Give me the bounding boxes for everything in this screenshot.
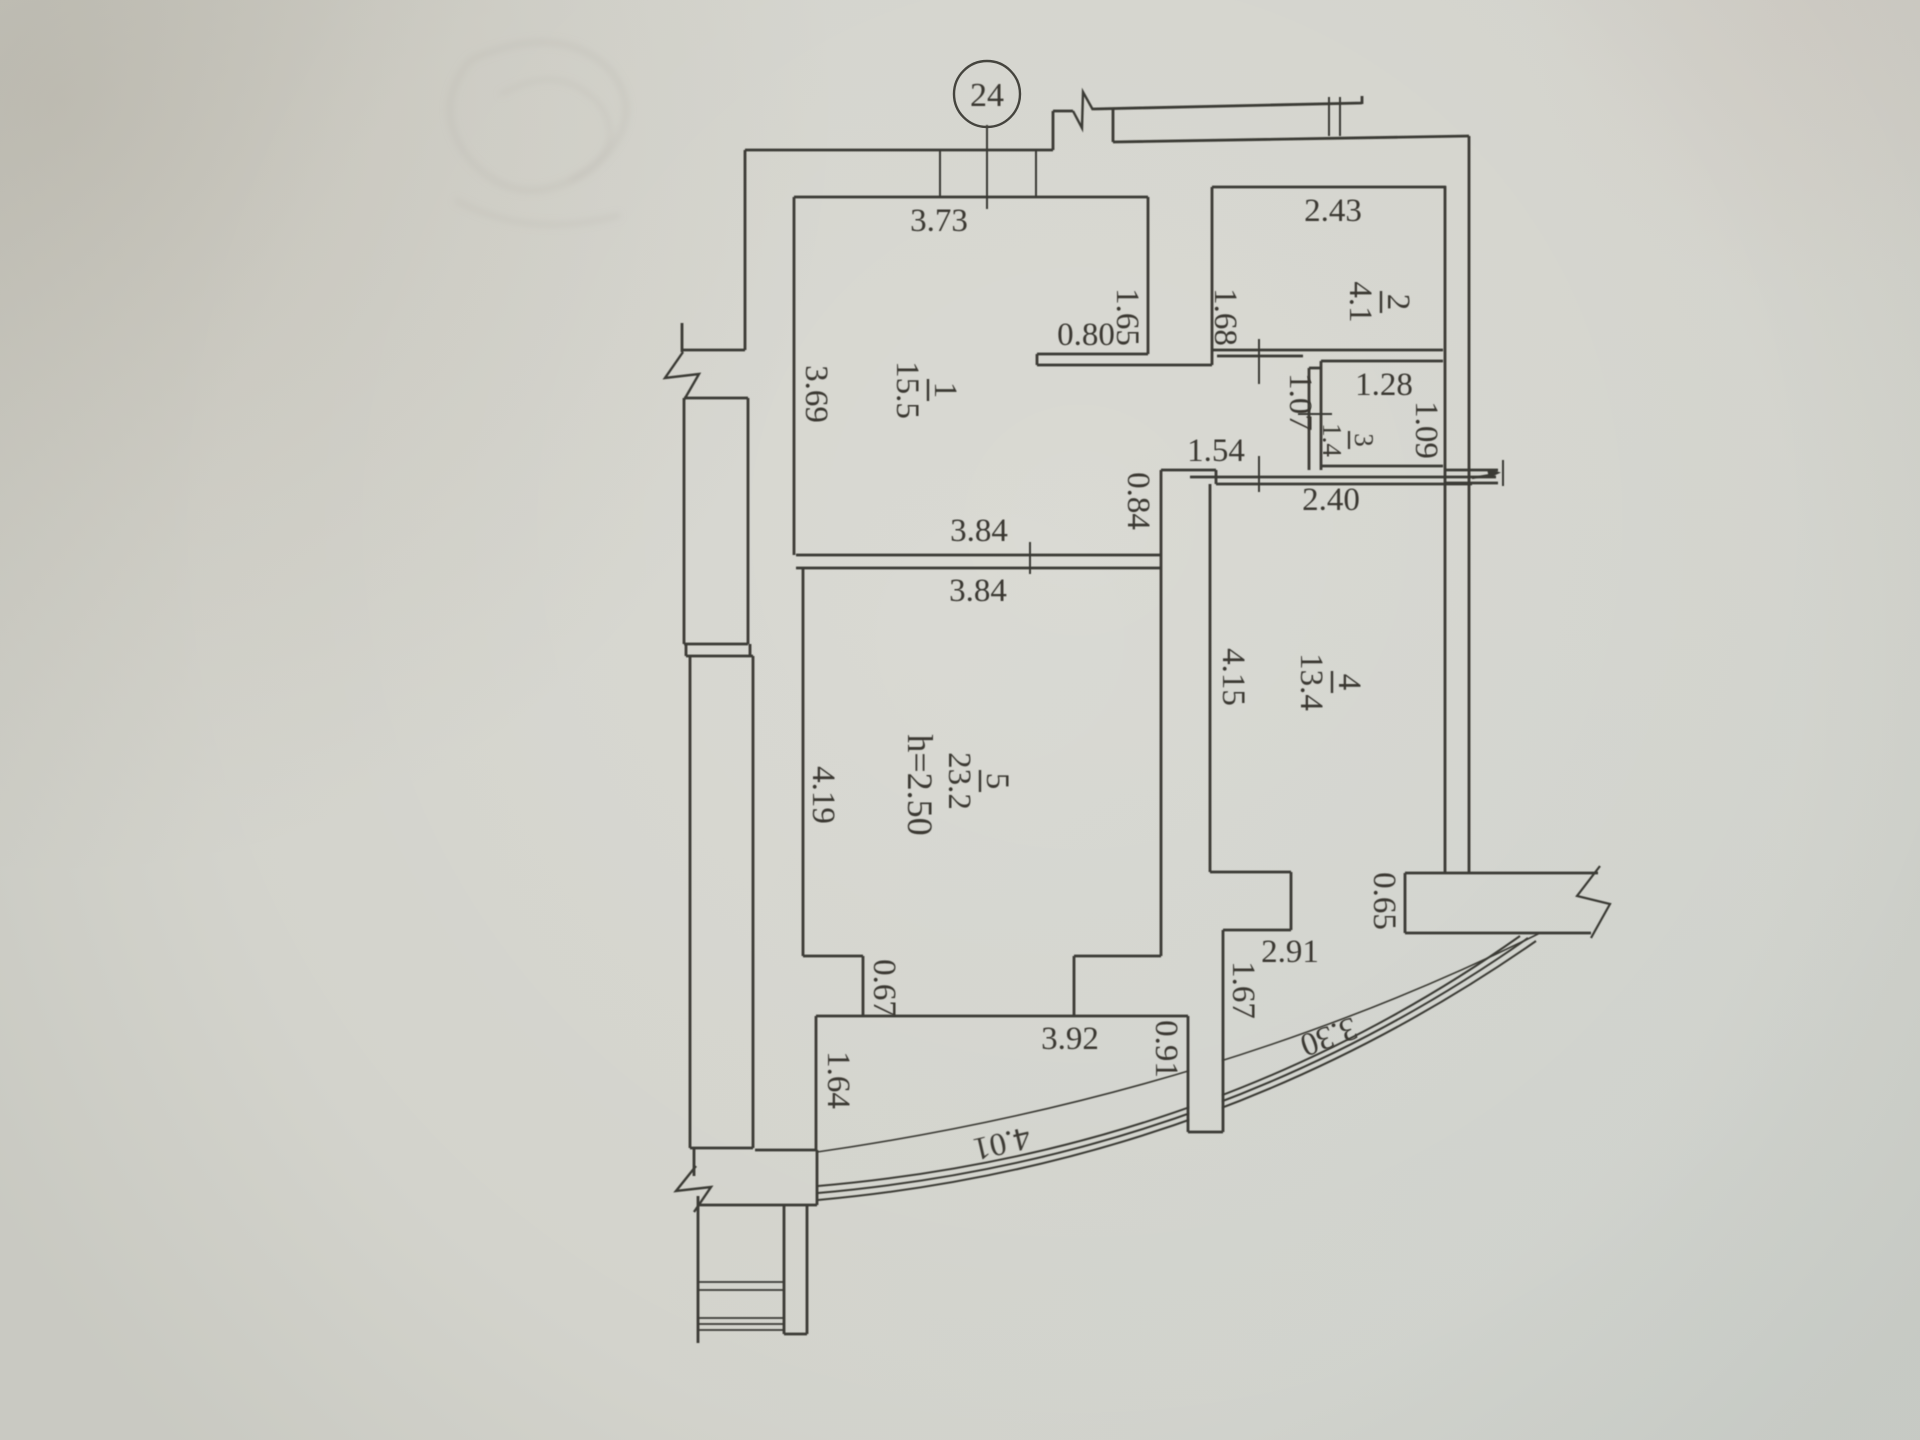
svg-text:3.92: 3.92 [1041,1021,1099,1057]
svg-text:0.67: 0.67 [866,959,902,1017]
svg-text:3.84: 3.84 [950,513,1008,549]
svg-text:2.43: 2.43 [1304,193,1362,229]
svg-text:13.4: 13.4 [1293,653,1329,711]
svg-text:24: 24 [970,77,1004,114]
svg-text:4: 4 [1331,674,1367,691]
svg-text:1.09: 1.09 [1408,401,1444,459]
svg-text:3: 3 [1349,433,1379,447]
svg-text:1.54: 1.54 [1187,433,1245,469]
svg-text:0.65: 0.65 [1366,872,1402,930]
svg-text:1.4: 1.4 [1317,423,1347,457]
svg-text:1.68: 1.68 [1207,288,1243,346]
svg-text:1.64: 1.64 [820,1051,856,1109]
svg-text:5: 5 [979,773,1015,790]
svg-text:2: 2 [1380,294,1416,311]
svg-text:0.80: 0.80 [1057,317,1115,353]
svg-text:2.91: 2.91 [1261,934,1319,970]
svg-text:1.07: 1.07 [1282,373,1318,431]
svg-text:1: 1 [927,382,963,399]
svg-text:1.28: 1.28 [1355,367,1413,403]
svg-text:h=2.50: h=2.50 [900,734,940,835]
svg-text:2.40: 2.40 [1302,482,1360,518]
svg-text:1.65: 1.65 [1109,288,1145,346]
svg-text:4.19: 4.19 [805,766,841,824]
svg-text:4.1: 4.1 [1342,281,1378,322]
svg-text:3.69: 3.69 [798,365,834,423]
svg-text:4.15: 4.15 [1215,648,1251,706]
svg-text:15.5: 15.5 [889,361,925,419]
svg-text:1.67: 1.67 [1225,961,1261,1019]
svg-text:0.84: 0.84 [1120,472,1156,530]
svg-text:23.2: 23.2 [941,752,977,810]
svg-text:3.84: 3.84 [949,573,1007,609]
svg-text:3.73: 3.73 [910,203,968,239]
svg-text:0.91: 0.91 [1148,1020,1184,1078]
